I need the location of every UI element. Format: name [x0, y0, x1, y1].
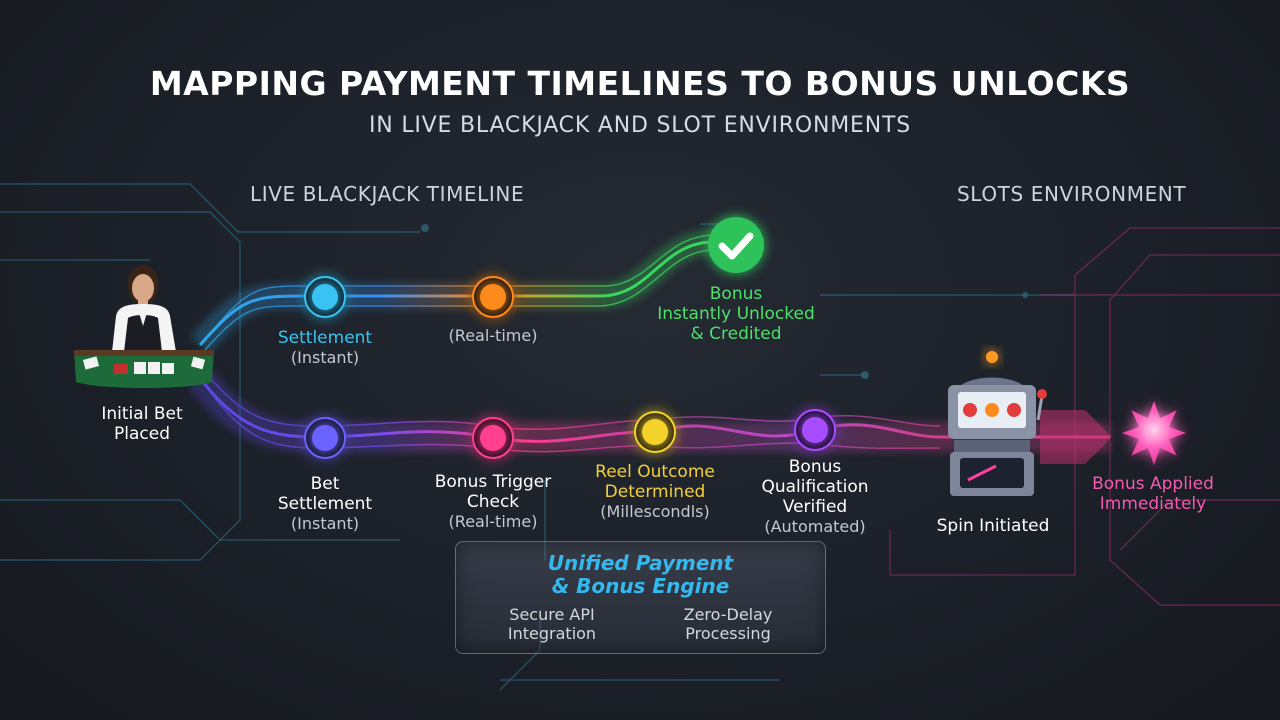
node-bonus-trigger: [472, 417, 514, 459]
label-bet-settlement-line1: Bet: [310, 474, 340, 494]
engine-panel: Unified Payment & Bonus Engine Secure AP…: [455, 541, 826, 654]
label-realtime-top-timing: (Real-time): [448, 326, 538, 345]
circuit-lines: [0, 183, 1280, 691]
label-bet-settlement: Bet Settlement (Instant): [255, 474, 395, 534]
node-settlement-top: [304, 276, 346, 318]
bonus-star-icon: [1122, 401, 1186, 465]
label-bonus-unlocked-line3: & Credited: [690, 324, 782, 344]
label-reel-outcome-timing: (Millescondls): [600, 502, 710, 521]
engine-title-line1: Unified Payment: [547, 551, 734, 575]
label-bonus-applied: Bonus Applied Immediately: [1078, 474, 1228, 514]
node-qualification: [794, 409, 836, 451]
label-qualification-line1: Bonus: [788, 457, 842, 477]
label-bonus-unlocked: Bonus Instantly Unlocked & Credited: [636, 284, 836, 344]
node-bet-settlement: [304, 417, 346, 459]
section-label-slots: SLOTS ENVIRONMENT: [957, 182, 1187, 206]
engine-feature-api-line1: Secure API: [509, 605, 595, 624]
label-bonus-trigger-line1: Bonus Trigger: [434, 472, 552, 492]
label-realtime-top: (Real-time): [423, 326, 563, 346]
engine-title: Unified Payment & Bonus Engine: [456, 552, 825, 598]
page-subtitle: IN LIVE BLACKJACK AND SLOT ENVIRONMENTS: [368, 113, 911, 138]
engine-feature-processing-line1: Zero-Delay: [683, 605, 773, 624]
engine-feature-processing-line2: Processing: [685, 624, 771, 643]
label-settlement-top-title: Settlement: [277, 328, 373, 348]
engine-feature-processing: Zero-Delay Processing: [648, 605, 808, 643]
label-bet-settlement-timing: (Instant): [290, 514, 360, 533]
checkmark-icon: [708, 217, 764, 273]
label-settlement-top: Settlement (Instant): [255, 328, 395, 368]
label-bonus-applied-line2: Immediately: [1099, 494, 1207, 514]
page-title: MAPPING PAYMENT TIMELINES TO BONUS UNLOC…: [149, 64, 1131, 103]
section-label-blackjack: LIVE BLACKJACK TIMELINE: [250, 182, 525, 206]
label-bonus-unlocked-line1: Bonus: [709, 284, 763, 304]
label-reel-outcome-line1: Reel Outcome: [595, 462, 715, 482]
label-bonus-trigger-line2: Check: [466, 492, 520, 512]
label-reel-outcome: Reel Outcome Determined (Millescondls): [575, 462, 735, 522]
slot-machine-icon: [948, 351, 1047, 496]
label-reel-outcome-line2: Determined: [604, 482, 706, 502]
engine-title-line2: & Bonus Engine: [551, 574, 730, 598]
engine-feature-api: Secure API Integration: [472, 605, 632, 643]
label-bonus-trigger: Bonus Trigger Check (Real-time): [413, 472, 573, 532]
label-qualification-timing: (Automated): [764, 517, 866, 536]
label-bonus-trigger-timing: (Real-time): [448, 512, 538, 531]
label-spin-initiated: Spin Initiated: [936, 516, 1050, 536]
top-track-ribbon: [190, 229, 713, 354]
dealer-icon: [112, 265, 176, 352]
blackjack-table-icon: [74, 350, 214, 388]
label-settlement-top-timing: (Instant): [290, 348, 360, 367]
label-qualification-line2: Qualification: [761, 477, 869, 497]
label-bonus-applied-line1: Bonus Applied: [1092, 474, 1214, 494]
label-bet-settlement-line2: Settlement: [277, 494, 373, 514]
label-bonus-unlocked-line2: Instantly Unlocked: [657, 304, 815, 324]
label-qualification-line3: Verified: [782, 497, 848, 517]
start-label-line1: Initial Bet: [101, 404, 183, 424]
start-label: Initial Bet Placed: [82, 404, 202, 444]
label-qualification: Bonus Qualification Verified (Automated): [740, 457, 890, 537]
node-realtime-top: [472, 276, 514, 318]
start-label-line2: Placed: [114, 424, 170, 444]
engine-feature-api-line2: Integration: [507, 624, 597, 643]
node-reel-outcome: [634, 411, 676, 453]
